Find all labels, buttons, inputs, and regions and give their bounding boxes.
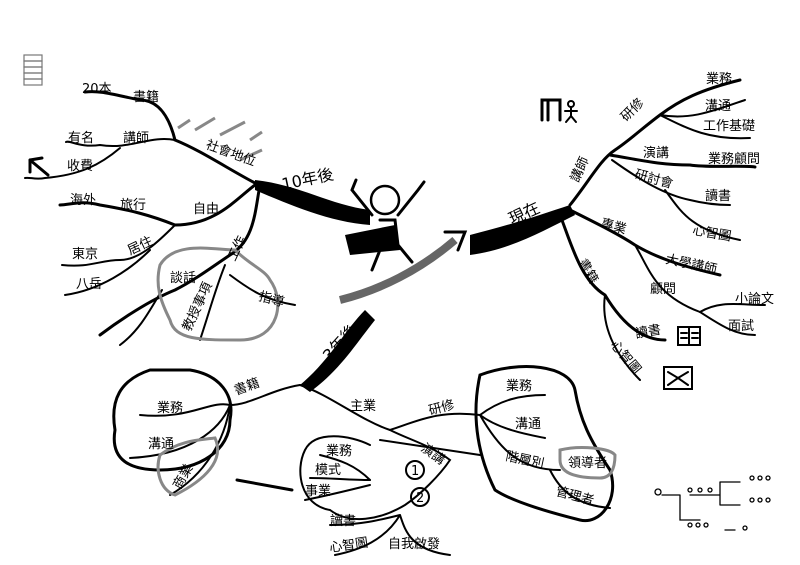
label-overseas: 海外 [70,193,96,208]
trunk-now [470,205,575,255]
label-guidance: 指導 [257,289,286,310]
label-3y-books: 書籍 [232,375,262,399]
arrow-up-left-icon [28,156,50,177]
trunk-10-years [255,180,370,225]
label-travel: 旅行 [120,198,146,213]
branches-3-years [112,365,617,556]
label-now-books-mindmap: 心智圖 [607,338,644,378]
label-now-work-basics: 工作基礎 [703,119,755,134]
label-now-reading: 讀書 [705,189,731,204]
label-3y-main-job: 主業 [350,398,376,414]
label-3y-t-communication: 溝通 [515,417,541,432]
label-now-business-consultant: 業務顧問 [708,151,760,167]
label-now-interview: 面試 [728,318,754,334]
progress-arrow [339,236,458,304]
label-3y-m-business: 業務 [326,443,352,459]
label-lecturer: 講師 [123,130,149,146]
branches-now [558,78,766,381]
person-stage-icon [540,98,578,123]
book-stack-icon [23,54,43,86]
label-now-speech: 演講 [643,145,669,161]
label-yatsugatake: 八岳 [76,277,102,292]
label-now-university-lecturer: 大學講師 [664,251,718,277]
label-circle-2: 2 [416,491,424,506]
label-now-mindmap: 心智圖 [691,223,732,245]
mindmap-icon [663,366,693,390]
label-3y-t-leader: 領導者 [568,455,607,471]
label-3y-mindmap: 心智圖 [328,536,369,556]
trunk-3-years [300,310,375,392]
org-chart-icon [654,475,771,531]
label-3y-m-model: 模式 [315,463,341,478]
label-now-books-reading: 讀書 [634,323,662,342]
label-3y-m-enterprise: 事業 [305,483,331,499]
label-now-business: 業務 [706,71,732,87]
label-3y-t-levels: 階層別 [504,449,545,472]
label-3y-t-manager: 管理者 [554,484,596,509]
label-3y-reading: 讀書 [330,514,356,529]
label-now-specialty: 專業 [599,215,628,237]
label-circle-1: 1 [411,464,419,479]
label-tokyo: 東京 [72,246,98,262]
label-famous: 有名 [68,130,94,146]
label-books-count: 20本 [82,82,112,97]
label-fee: 收費 [67,159,93,174]
label-now-seminar: 研討會 [633,166,675,192]
label-now-training: 研修 [618,96,647,125]
trunk-label-10-years: 10年後 [280,164,335,193]
label-now-short-paper: 小論文 [735,291,774,307]
open-book-icon [677,326,701,346]
label-now-consultant: 顧問 [650,282,676,297]
label-books: 書籍 [133,89,159,105]
jumping-person-icon [345,178,426,272]
label-now-communication: 溝通 [705,99,731,114]
label-3y-t-business: 業務 [506,378,532,394]
label-freedom: 自由 [193,202,219,217]
label-3y-b-business: 業務 [157,400,183,416]
label-3y-b-communication: 溝通 [148,437,174,452]
label-now-books: 書籍 [575,256,602,287]
label-talk: 談話 [170,270,196,286]
branches-10-years [24,90,296,346]
label-3y-training: 研修 [427,398,456,419]
label-social-status: 社會地位 [204,137,258,170]
label-3y-self-development: 自我啟發 [388,537,440,552]
